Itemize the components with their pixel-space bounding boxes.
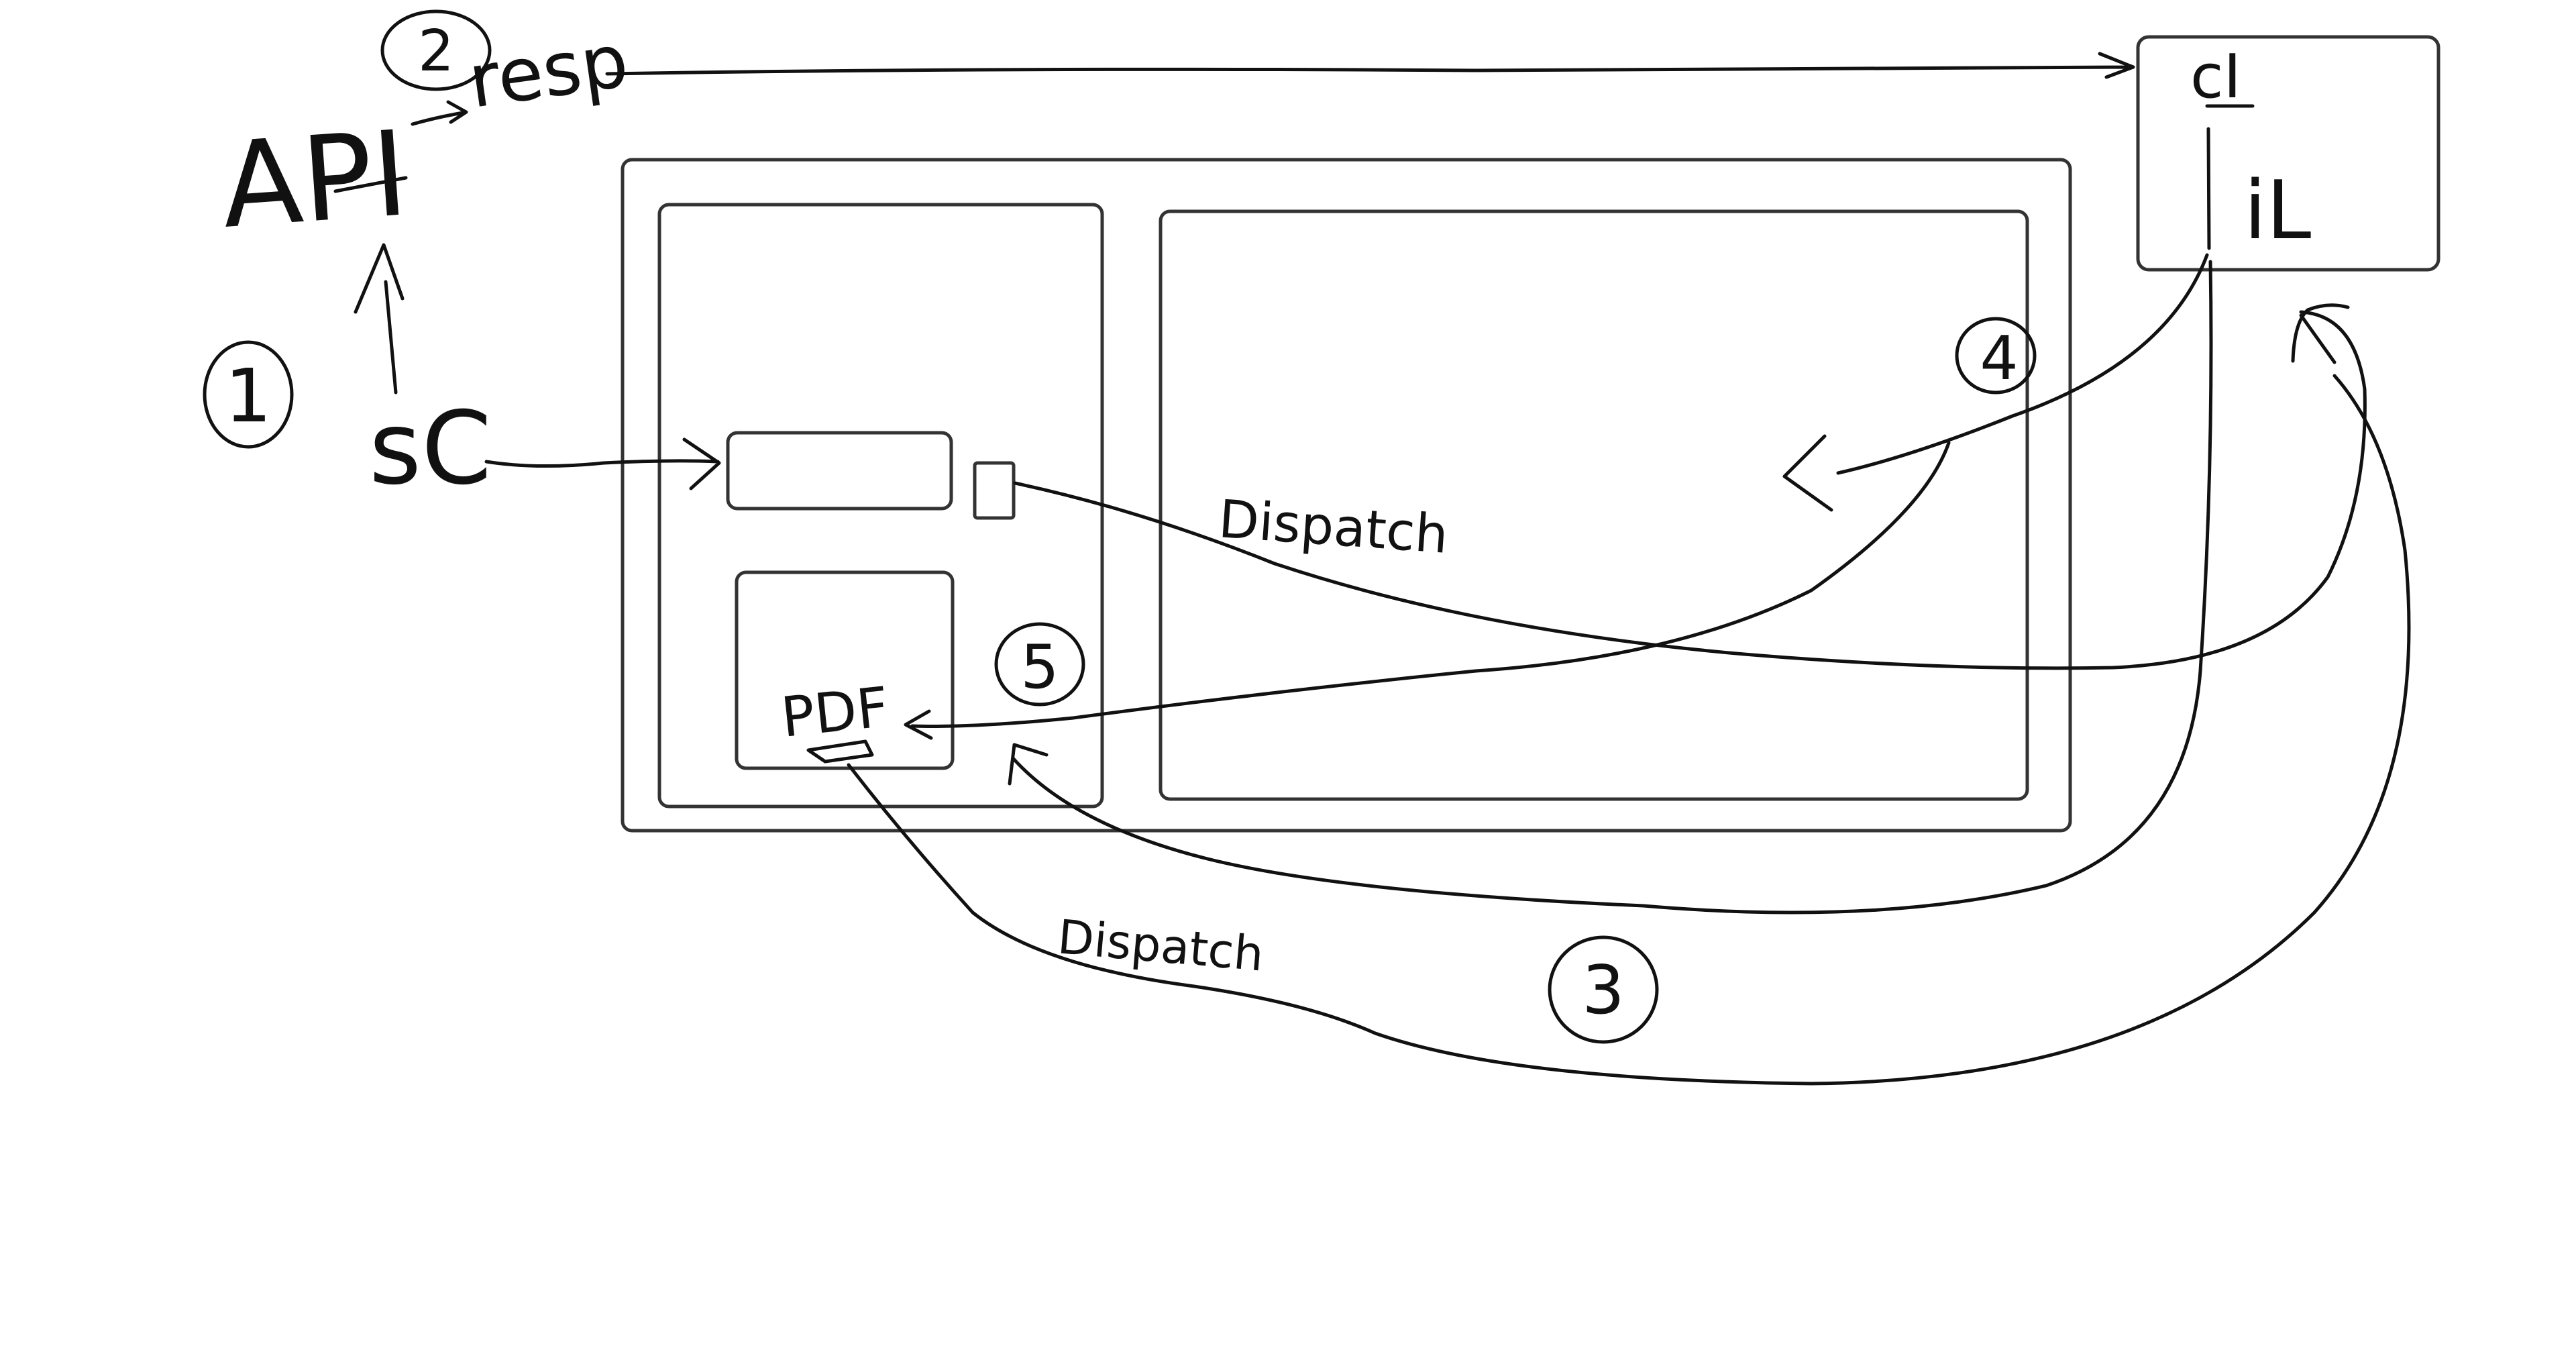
pdf-panel <box>735 570 955 770</box>
step-2-circle <box>380 9 492 91</box>
step-4-number: 4 <box>1980 323 2018 394</box>
resp-label: resp <box>464 17 633 125</box>
small-button-box <box>973 461 1016 520</box>
step5-arrowhead <box>904 709 933 740</box>
step-4-marker: 4 <box>1955 317 2037 395</box>
step-5-number: 5 <box>1020 632 1059 702</box>
api-underline <box>333 176 408 193</box>
step5-curve-to-pdf <box>910 441 1951 728</box>
step4-curve-from-ci <box>1836 253 2209 475</box>
ci-il-box <box>2136 35 2440 272</box>
sc-label: sC <box>369 390 492 507</box>
step-1-marker: 1 <box>203 340 294 449</box>
api-to-resp-arrow <box>411 100 468 126</box>
step-1-circle <box>203 340 294 449</box>
step-2-number: 2 <box>418 18 454 85</box>
step-5-marker: 5 <box>994 622 1085 707</box>
step-2-marker: 2 <box>380 9 492 91</box>
step4-arrowhead <box>1782 434 1833 512</box>
sc-to-input-arrow <box>484 437 721 490</box>
pdf-dispatch-arrowhead <box>2299 313 2337 364</box>
resp-to-ci-arrow <box>605 52 2135 79</box>
api-label-group: API <box>217 106 412 255</box>
pdf-label: PDF <box>778 676 892 750</box>
ci-to-left-panel-curve <box>1011 260 2213 915</box>
dispatch-bottom-label: Dispatch <box>1056 909 1266 982</box>
input-field-box <box>726 431 953 511</box>
il-vertical-stroke <box>2206 127 2211 250</box>
il-label: iL <box>2244 164 2311 258</box>
right-panel <box>1159 209 2029 801</box>
step-3-marker: 3 <box>1548 935 1659 1044</box>
step-5-circle <box>994 622 1085 707</box>
ci-to-left-panel-arrowhead <box>1008 743 1049 786</box>
pdf-dispatch-curve-to-il <box>847 374 2411 1086</box>
api-label: API <box>217 106 412 255</box>
sc-to-api-arrow <box>354 243 405 395</box>
pdf-icon <box>806 739 874 764</box>
outer-app-frame <box>621 158 2072 833</box>
dispatch-curve-to-il <box>1013 310 2367 670</box>
dispatch-curve-to-il-arrowhead <box>2291 303 2350 363</box>
step-3-number: 3 <box>1582 951 1625 1029</box>
ci-label: cI <box>2190 42 2241 112</box>
step-3-circle <box>1548 935 1659 1044</box>
step-1-number: 1 <box>225 353 272 439</box>
step-4-circle <box>1955 317 2037 395</box>
